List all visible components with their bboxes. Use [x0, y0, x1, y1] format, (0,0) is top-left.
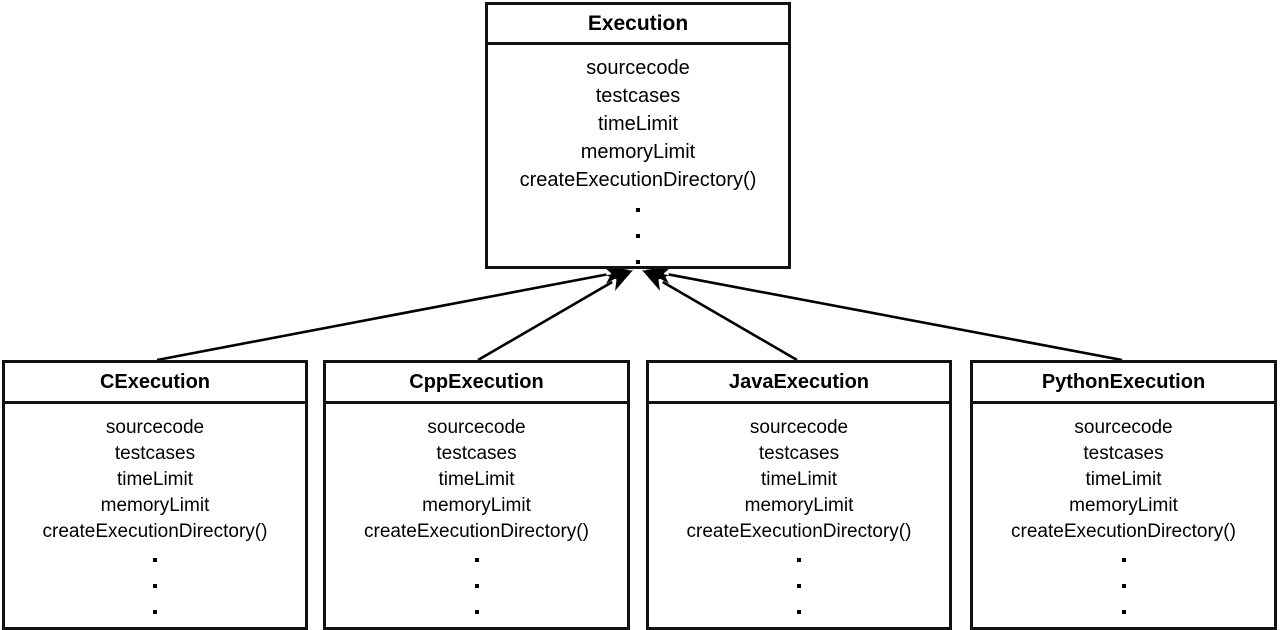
class-box-cexecution[interactable]: CExecution sourcecode testcases timeLimit m… [2, 360, 308, 630]
ellipsis-dot [474, 610, 479, 614]
class-member: memoryLimit [1069, 495, 1178, 516]
class-member: memoryLimit [100, 495, 210, 516]
class-member: createExecutionDirectory() [42, 521, 268, 542]
class-member: createExecutionDirectory() [1011, 521, 1236, 542]
ellipsis-dot [797, 610, 801, 614]
ellipsis-dot [153, 558, 157, 562]
class-box-javaexecution[interactable]: JavaExecution sourcecode testcases timeLim… [646, 360, 952, 630]
class-members-pythonexecution: sourcecode testcases timeLimit memoryLimit c… [973, 404, 1274, 630]
ellipsis-dot [636, 234, 640, 238]
class-members-execution: sourcecode testcases timeLimit memoryLimit c… [488, 45, 788, 286]
class-member: testcases [114, 443, 196, 464]
class-box-execution[interactable]: Execution sourcecode testcases timeLimit me… [485, 2, 791, 269]
generalization-line [156, 273, 607, 362]
generalization-line [662, 280, 798, 362]
ellipsis-dot [153, 610, 157, 614]
members-ellipsis [797, 558, 801, 630]
ellipsis-dot [797, 558, 801, 562]
ellipsis-dot [1121, 610, 1126, 614]
class-member: timeLimit [438, 469, 515, 490]
class-member: sourcecode [1074, 417, 1173, 438]
ellipsis-dot [797, 584, 801, 588]
members-ellipsis [1121, 558, 1126, 630]
class-member: memoryLimit [422, 495, 531, 516]
members-ellipsis [153, 558, 157, 630]
ellipsis-dot [1121, 558, 1126, 562]
ellipsis-dot [153, 584, 157, 588]
class-member: testcases [436, 443, 517, 464]
class-box-cppexecution[interactable]: CppExecution sourcecode testcases timeLimi… [323, 360, 630, 630]
class-member: createExecutionDirectory() [364, 521, 589, 542]
generalization-line [477, 280, 613, 362]
class-name-pythonexecution: PythonExecution [973, 363, 1274, 404]
generalization-line [668, 273, 1123, 362]
class-member: createExecutionDirectory() [519, 169, 757, 191]
class-name-javaexecution: JavaExecution [649, 363, 949, 404]
class-member: testcases [758, 443, 840, 464]
class-members-cexecution: sourcecode testcases timeLimit memoryLimit c… [5, 404, 305, 630]
class-box-pythonexecution[interactable]: PythonExecution sourcecode testcases timeL… [970, 360, 1277, 630]
class-member: testcases [1083, 443, 1164, 464]
class-member: timeLimit [1085, 469, 1162, 490]
class-member: sourcecode [586, 57, 690, 79]
class-name-cexecution: CExecution [5, 363, 305, 404]
ellipsis-dot [1121, 584, 1126, 588]
members-ellipsis [474, 558, 479, 630]
class-member: sourcecode [427, 417, 526, 438]
class-members-javaexecution: sourcecode testcases timeLimit memoryLimit c… [649, 404, 949, 630]
ellipsis-dot [636, 208, 640, 212]
class-members-cppexecution: sourcecode testcases timeLimit memoryLimit c… [326, 404, 627, 630]
class-member: timeLimit [597, 113, 678, 135]
class-member: timeLimit [116, 469, 193, 490]
class-member: sourcecode [749, 417, 849, 438]
class-name-cppexecution: CppExecution [326, 363, 627, 404]
class-member: sourcecode [105, 417, 205, 438]
class-member: memoryLimit [580, 141, 696, 163]
ellipsis-dot [474, 584, 479, 588]
class-member: testcases [595, 85, 681, 107]
members-ellipsis [636, 208, 640, 286]
class-member: memoryLimit [744, 495, 854, 516]
ellipsis-dot [474, 558, 479, 562]
class-name-execution: Execution [488, 5, 788, 45]
class-member: timeLimit [760, 469, 837, 490]
class-member: createExecutionDirectory() [686, 521, 912, 542]
ellipsis-dot [636, 260, 640, 264]
